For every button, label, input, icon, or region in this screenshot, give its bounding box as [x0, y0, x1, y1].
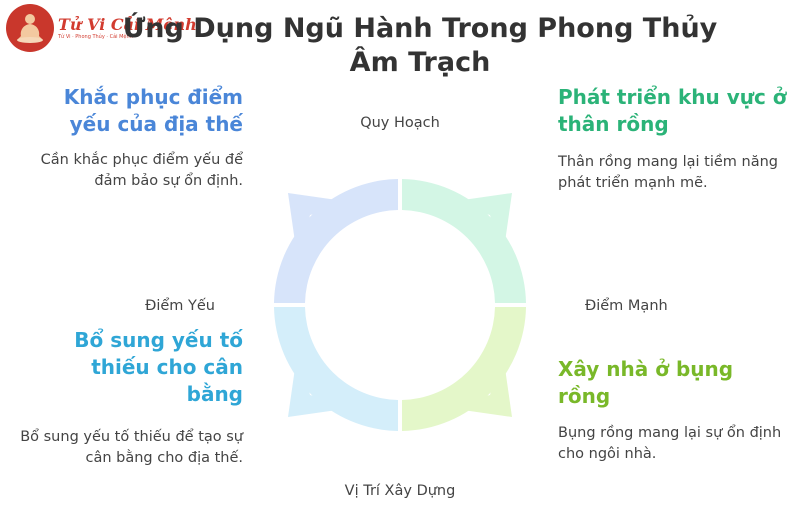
cycle-label-top: Quy Hoạch [360, 115, 440, 131]
cycle-label-left: Điểm Yếu [145, 298, 215, 314]
cycle-segment-top-left [274, 179, 398, 303]
cycle-label-right: Điểm Mạnh [585, 298, 668, 314]
arrowhead-top-left [288, 193, 358, 263]
quadrant-bottom-left-description: Bổ sung yếu tố thiếu để tạo sự cân bằng … [20, 429, 243, 466]
quadrant-bottom-right-heading: Xây nhà ở bụng rồng [558, 357, 734, 408]
cycle-label-bottom: Vị Trí Xây Dựng [344, 483, 456, 499]
quadrant-bottom-right-description: Bụng rồng mang lại sự ổn định cho ngôi n… [558, 425, 782, 462]
arrowhead-top-right [442, 193, 512, 263]
quadrant-top-right-description: Thân rồng mang lại tiềm năng phát triển … [558, 154, 778, 191]
arrowhead-bottom-left [288, 347, 358, 417]
logo-name: Tử Vi Cải Mệnh [58, 14, 197, 34]
cycle-segment-bottom-left [274, 307, 398, 431]
quadrant-top-left-description: Cần khắc phục điểm yếu để đảm bảo sự ổn … [40, 152, 243, 189]
site-logo[interactable]: Tử Vi Cải Mệnh Tử Vi · Phong Thủy · Cải … [6, 4, 197, 52]
cycle-segment-bottom-right [402, 307, 526, 431]
quadrant-top-right-heading: Phát triển khu vực ở thân rồng [558, 85, 787, 136]
cycle-segment-top-right [402, 179, 526, 303]
quadrant-bottom-left-heading: Bổ sung yếu tố thiếu cho cân bằng [74, 328, 243, 406]
arrowhead-bottom-right [442, 347, 512, 417]
logo-tagline: Tử Vi · Phong Thủy · Cải Mệnh [58, 33, 133, 40]
cycle-diagram [274, 179, 526, 431]
quadrant-top-left-heading: Khắc phục điểm yếu của địa thế [63, 85, 243, 136]
meditation-figure-icon [6, 4, 54, 52]
page-title: Ứng Dụng Ngũ Hành Trong Phong Thủy Âm Tr… [122, 13, 718, 78]
